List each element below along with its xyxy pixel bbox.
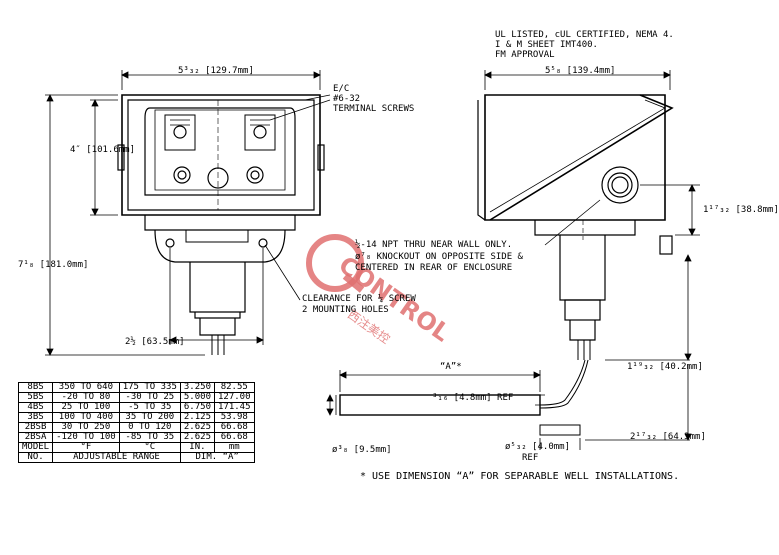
- callout-npt-3: CENTERED IN REAR OF ENCLOSURE: [355, 263, 513, 273]
- dim-width-front: 5³₃₂ [129.7mm]: [178, 66, 254, 76]
- technical-drawing: [45, 70, 700, 450]
- watermark-logo: [306, 234, 365, 293]
- table-cell: -5 TO 35: [118, 402, 181, 413]
- table-cell: 82.55: [213, 382, 255, 393]
- callout-npt-1: ½-14 NPT THRU NEAR WALL ONLY.: [355, 240, 513, 250]
- dim-bulb-a: “A”*: [440, 362, 462, 372]
- table-cell: 3BS: [17, 412, 54, 423]
- table-cell: 5.000: [179, 392, 215, 403]
- table-cell: -85 TO 35: [118, 432, 181, 443]
- dim-mount-spacing: 2½ [63.5mm]: [125, 337, 185, 347]
- dim-well-length: 2¹⁷₃₂ [64.3mm]: [630, 432, 706, 442]
- table-cell: 66.68: [213, 432, 255, 443]
- table-cell: 30 TO 250: [52, 422, 120, 433]
- table-cell: 350 TO 640: [52, 382, 120, 393]
- table-header-cell: DIM. “A”: [179, 452, 255, 463]
- drawing-canvas: CONTROL 西注美控 UL LISTED, cUL CERTIFIED, N…: [17, 30, 779, 482]
- dim-height-total: 7¹₈ [181.0mm]: [18, 260, 89, 270]
- table-cell: 0 TO 120: [118, 422, 181, 433]
- dim-stem-height: 1¹⁹₃₂ [40.2mm]: [627, 362, 703, 372]
- table-cell: 2.125: [179, 412, 215, 423]
- callout-npt-2: ø⁷₈ KNOCKOUT ON OPPOSITE SIDE &: [355, 252, 523, 262]
- note-ul-2: I & M SHEET IMT400.: [495, 40, 598, 50]
- table-cell: 3.250: [179, 382, 215, 393]
- dim-bulb-ref: ³₁₆ [4.8mm] REF: [432, 393, 514, 403]
- table-cell: 175 TO 335: [118, 382, 181, 393]
- table-cell: 2BSA: [17, 432, 54, 443]
- table-header-cell: °F: [52, 442, 120, 453]
- side-view: [477, 94, 674, 360]
- table-cell: 4BS: [17, 402, 54, 413]
- table-header-cell: IN.: [179, 442, 215, 453]
- table-cell: 2.625: [179, 432, 215, 443]
- dim-height-box: 4″ [101.6mm]: [70, 145, 136, 155]
- table-cell: 127.00: [213, 392, 255, 403]
- table-cell: 66.68: [213, 422, 255, 433]
- table-cell: 2.625: [179, 422, 215, 433]
- table-cell: 25 TO 100: [52, 402, 120, 413]
- table-cell: -120 TO 100: [52, 432, 120, 443]
- callout-terminal-3: TERMINAL SCREWS: [333, 104, 415, 114]
- dim-cap-diameter: ø⁵₃₂ [4.0mm]: [505, 442, 571, 452]
- table-cell: 100 TO 400: [52, 412, 120, 423]
- note-ul-1: UL LISTED, cUL CERTIFIED, NEMA 4.: [495, 30, 674, 40]
- table-cell: 35 TO 200: [118, 412, 181, 423]
- side-dimensions: [484, 70, 700, 361]
- dim-bulb-diameter: ø³₈ [9.5mm]: [332, 445, 392, 455]
- table-header-cell: mm: [213, 442, 255, 453]
- dim-port-height: 1¹⁷₃₂ [38.8mm]: [703, 205, 779, 215]
- callout-clearance-2: 2 MOUNTING HOLES: [302, 305, 389, 315]
- front-view: [117, 94, 325, 355]
- front-dimensions: [45, 70, 331, 356]
- table-header-cell: MODEL: [17, 442, 54, 453]
- dim-cap-ref: REF: [522, 453, 539, 463]
- table-cell: 5BS: [17, 392, 54, 403]
- footnote: * USE DIMENSION “A” FOR SEPARABLE WELL I…: [360, 471, 680, 482]
- table-cell: 8BS: [17, 382, 54, 393]
- table-cell: 171.45: [213, 402, 255, 413]
- table-cell: 53.98: [213, 412, 255, 423]
- callout-clearance-1: CLEARANCE FOR ¼ SCREW: [302, 294, 416, 304]
- table-cell: -20 TO 80: [52, 392, 120, 403]
- note-ul-3: FM APPROVAL: [495, 50, 555, 60]
- table-cell: 6.750: [179, 402, 215, 413]
- table-header-cell: ADJUSTABLE RANGE: [52, 452, 181, 463]
- table-cell: 2BSB: [17, 422, 54, 433]
- table-header-cell: NO.: [17, 452, 54, 463]
- table-cell: -30 TO 25: [118, 392, 181, 403]
- dim-width-side: 5⁵₈ [139.4mm]: [545, 66, 616, 76]
- table-header-cell: °C: [118, 442, 181, 453]
- callout-terminal-2: #6-32: [333, 94, 361, 104]
- callout-terminal-1: E/C: [333, 84, 350, 94]
- bulb-dimensions: [326, 365, 692, 450]
